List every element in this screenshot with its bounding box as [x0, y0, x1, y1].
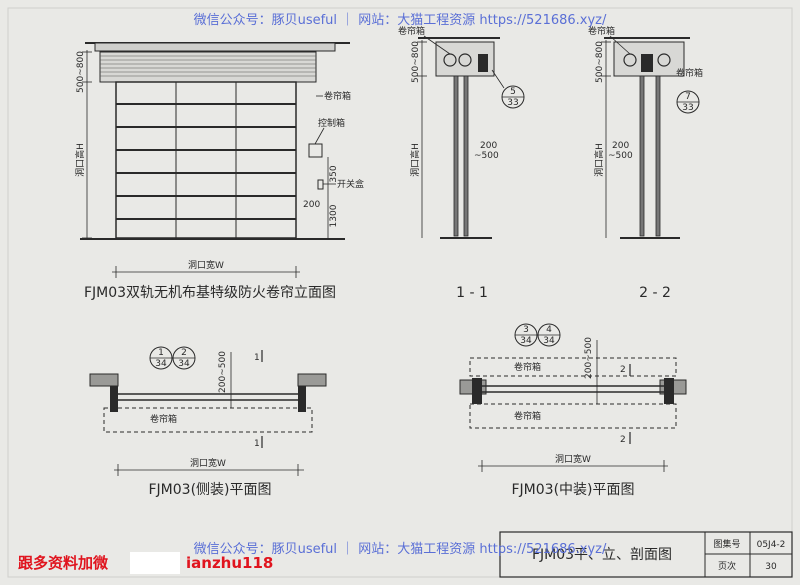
elev-switch-box-label: 开关盒	[337, 178, 364, 190]
plan-mid-roll-box-outline-bottom	[469, 403, 677, 429]
elev-dim-200: 200	[303, 200, 320, 210]
elev-dim-350: 350	[329, 165, 339, 182]
title-block-set-label: 图集号	[713, 538, 740, 550]
plan-mid-ref1-num: 3	[523, 325, 529, 335]
plan-side-caption: FJM03(侧装)平面图	[149, 482, 272, 498]
s2-roll-box-label-2: 卷帘箱	[676, 67, 703, 79]
watermark-bottom: 微信公众号：豚贝useful ｜ 网站：大猫工程资源 https://52168…	[194, 542, 607, 557]
s2-dim-top: 500~800	[595, 41, 605, 83]
promo-label: 跟多资料加微	[18, 554, 109, 572]
s2-ref-num: 7	[685, 92, 691, 102]
section-1-drawing: 500~800 洞口高H 卷帘箱 200 ~500 5 33	[398, 25, 525, 239]
plan-side-drawing: 卷帘箱 200~500 1 1 1 34 2 34 洞口宽W	[89, 346, 327, 476]
s2-dim-rail-a: 200	[612, 141, 629, 151]
switch-box-shape	[317, 179, 324, 190]
elev-control-box-label: 控制箱	[318, 117, 345, 129]
s2-dim-height: 洞口高H	[593, 143, 605, 177]
s1-dim-rail-a: 200	[480, 141, 497, 151]
s1-ref-num: 5	[510, 87, 516, 97]
s1-dim-top: 500~800	[411, 41, 421, 83]
plan-mid-cut-top: 2	[620, 365, 626, 375]
plan-side-ref1-num: 1	[158, 348, 164, 358]
section-1-caption: 1 - 1	[456, 285, 488, 301]
elevation-drawing: 500~800 洞口高H 卷帘箱 控制箱 开关盒 350 200 1300 洞口…	[74, 42, 364, 278]
plan-mid-drawing: 卷帘箱 卷帘箱 200~500 2 2 3 34 4 34 洞口宽W	[459, 323, 687, 472]
elev-dim-top: 500~800	[76, 51, 86, 93]
plan-mid-ref2-num: 4	[546, 325, 552, 335]
plan-side-cut-top: 1	[254, 353, 260, 363]
control-box-shape	[308, 143, 323, 158]
s1-ref-sheet: 33	[507, 98, 518, 108]
section-2-drawing: 500~800 洞口高H 卷帘箱 卷帘箱 200 ~500 7 33	[588, 25, 703, 239]
s1-roll-box-label: 卷帘箱	[398, 25, 425, 37]
title-block: FJM03平、立、剖面图 图集号 05J4-2 页次 30	[499, 531, 793, 578]
elev-dim-height: 洞口高H	[74, 143, 86, 177]
plan-mid-ref1-sheet: 34	[520, 336, 532, 346]
plan-mid-dim-depth: 200~500	[584, 337, 594, 379]
s1-dim-rail-b: ~500	[474, 151, 499, 161]
sheet-border	[7, 7, 793, 578]
plan-side-ref2-sheet: 34	[178, 359, 190, 369]
plan-side-dim-width: 洞口宽W	[190, 457, 226, 469]
plan-mid-cut-bottom: 2	[620, 435, 626, 445]
plan-side-cut-bottom: 1	[254, 439, 260, 449]
watermark-top: 微信公众号：豚贝useful ｜ 网站：大猫工程资源 https://52168…	[194, 13, 607, 28]
title-block-page-value: 30	[765, 562, 777, 572]
plan-side-ref1-sheet: 34	[155, 359, 167, 369]
plan-mid-dim-width: 洞口宽W	[555, 453, 591, 465]
title-block-set-value: 05J4-2	[757, 540, 786, 550]
plan-side-roll-box-outline	[103, 407, 313, 433]
s2-roll-box-label: 卷帘箱	[588, 25, 615, 37]
promo-id: ianzhu118	[186, 554, 273, 572]
elev-roll-box-label: 卷帘箱	[324, 90, 351, 102]
title-block-page-label: 页次	[718, 560, 736, 572]
elev-dim-1300: 1300	[329, 204, 339, 227]
plan-side-roll-box-label: 卷帘箱	[150, 413, 177, 425]
section-2-caption: 2 - 2	[639, 285, 671, 301]
plan-mid-roll-box-label-bottom: 卷帘箱	[514, 410, 541, 422]
plan-side-dim-depth: 200~500	[218, 351, 228, 393]
plan-mid-ref2-sheet: 34	[543, 336, 555, 346]
title-block-title: FJM03平、立、剖面图	[532, 547, 672, 563]
plan-side-ref2-num: 2	[181, 348, 187, 358]
s2-dim-rail-b: ~500	[608, 151, 633, 161]
plan-mid-caption: FJM03(中装)平面图	[512, 482, 635, 498]
s1-dim-height: 洞口高H	[409, 143, 421, 177]
plan-mid-roll-box-label-top: 卷帘箱	[514, 361, 541, 373]
s2-ref-sheet: 33	[682, 103, 693, 113]
promo-blank-box	[130, 552, 180, 574]
elevation-caption: FJM03双轨无机布基特级防火卷帘立面图	[84, 284, 336, 301]
elev-dim-width: 洞口宽W	[188, 259, 224, 271]
roll-box-shape	[99, 51, 317, 83]
